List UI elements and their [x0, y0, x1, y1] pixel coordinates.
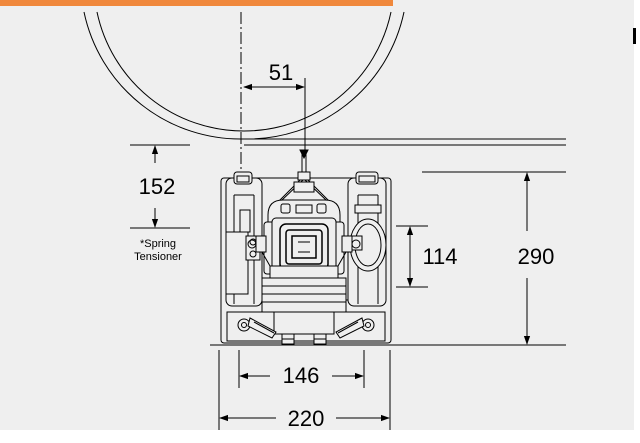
right-spring-cylinder: [347, 171, 387, 307]
dim-inner-width-label: 146: [283, 363, 320, 388]
note-line-1: *Spring: [140, 238, 176, 250]
note-line-2: Tensioner: [134, 251, 182, 263]
right-edge-strip: [634, 0, 640, 438]
clamp-head: [247, 199, 361, 279]
dimension-lines: [130, 78, 566, 430]
machine-drawing: [220, 149, 392, 345]
dim-offset-label: 51: [269, 60, 293, 85]
right-edge-mark: [633, 28, 636, 44]
left-spring-cylinder: [225, 171, 263, 307]
corner-rollers: [237, 317, 375, 339]
dim-total-height-label: 290: [518, 244, 555, 269]
dim-body-height-label: 114: [422, 244, 457, 269]
bottom-strip: [0, 430, 640, 438]
dim-outer-width-label: 220: [288, 406, 325, 431]
dim-spring-height-label: 152: [139, 174, 176, 199]
rail-lines: [244, 138, 566, 146]
accent-bar: [0, 0, 393, 6]
lower-body: [261, 277, 347, 345]
